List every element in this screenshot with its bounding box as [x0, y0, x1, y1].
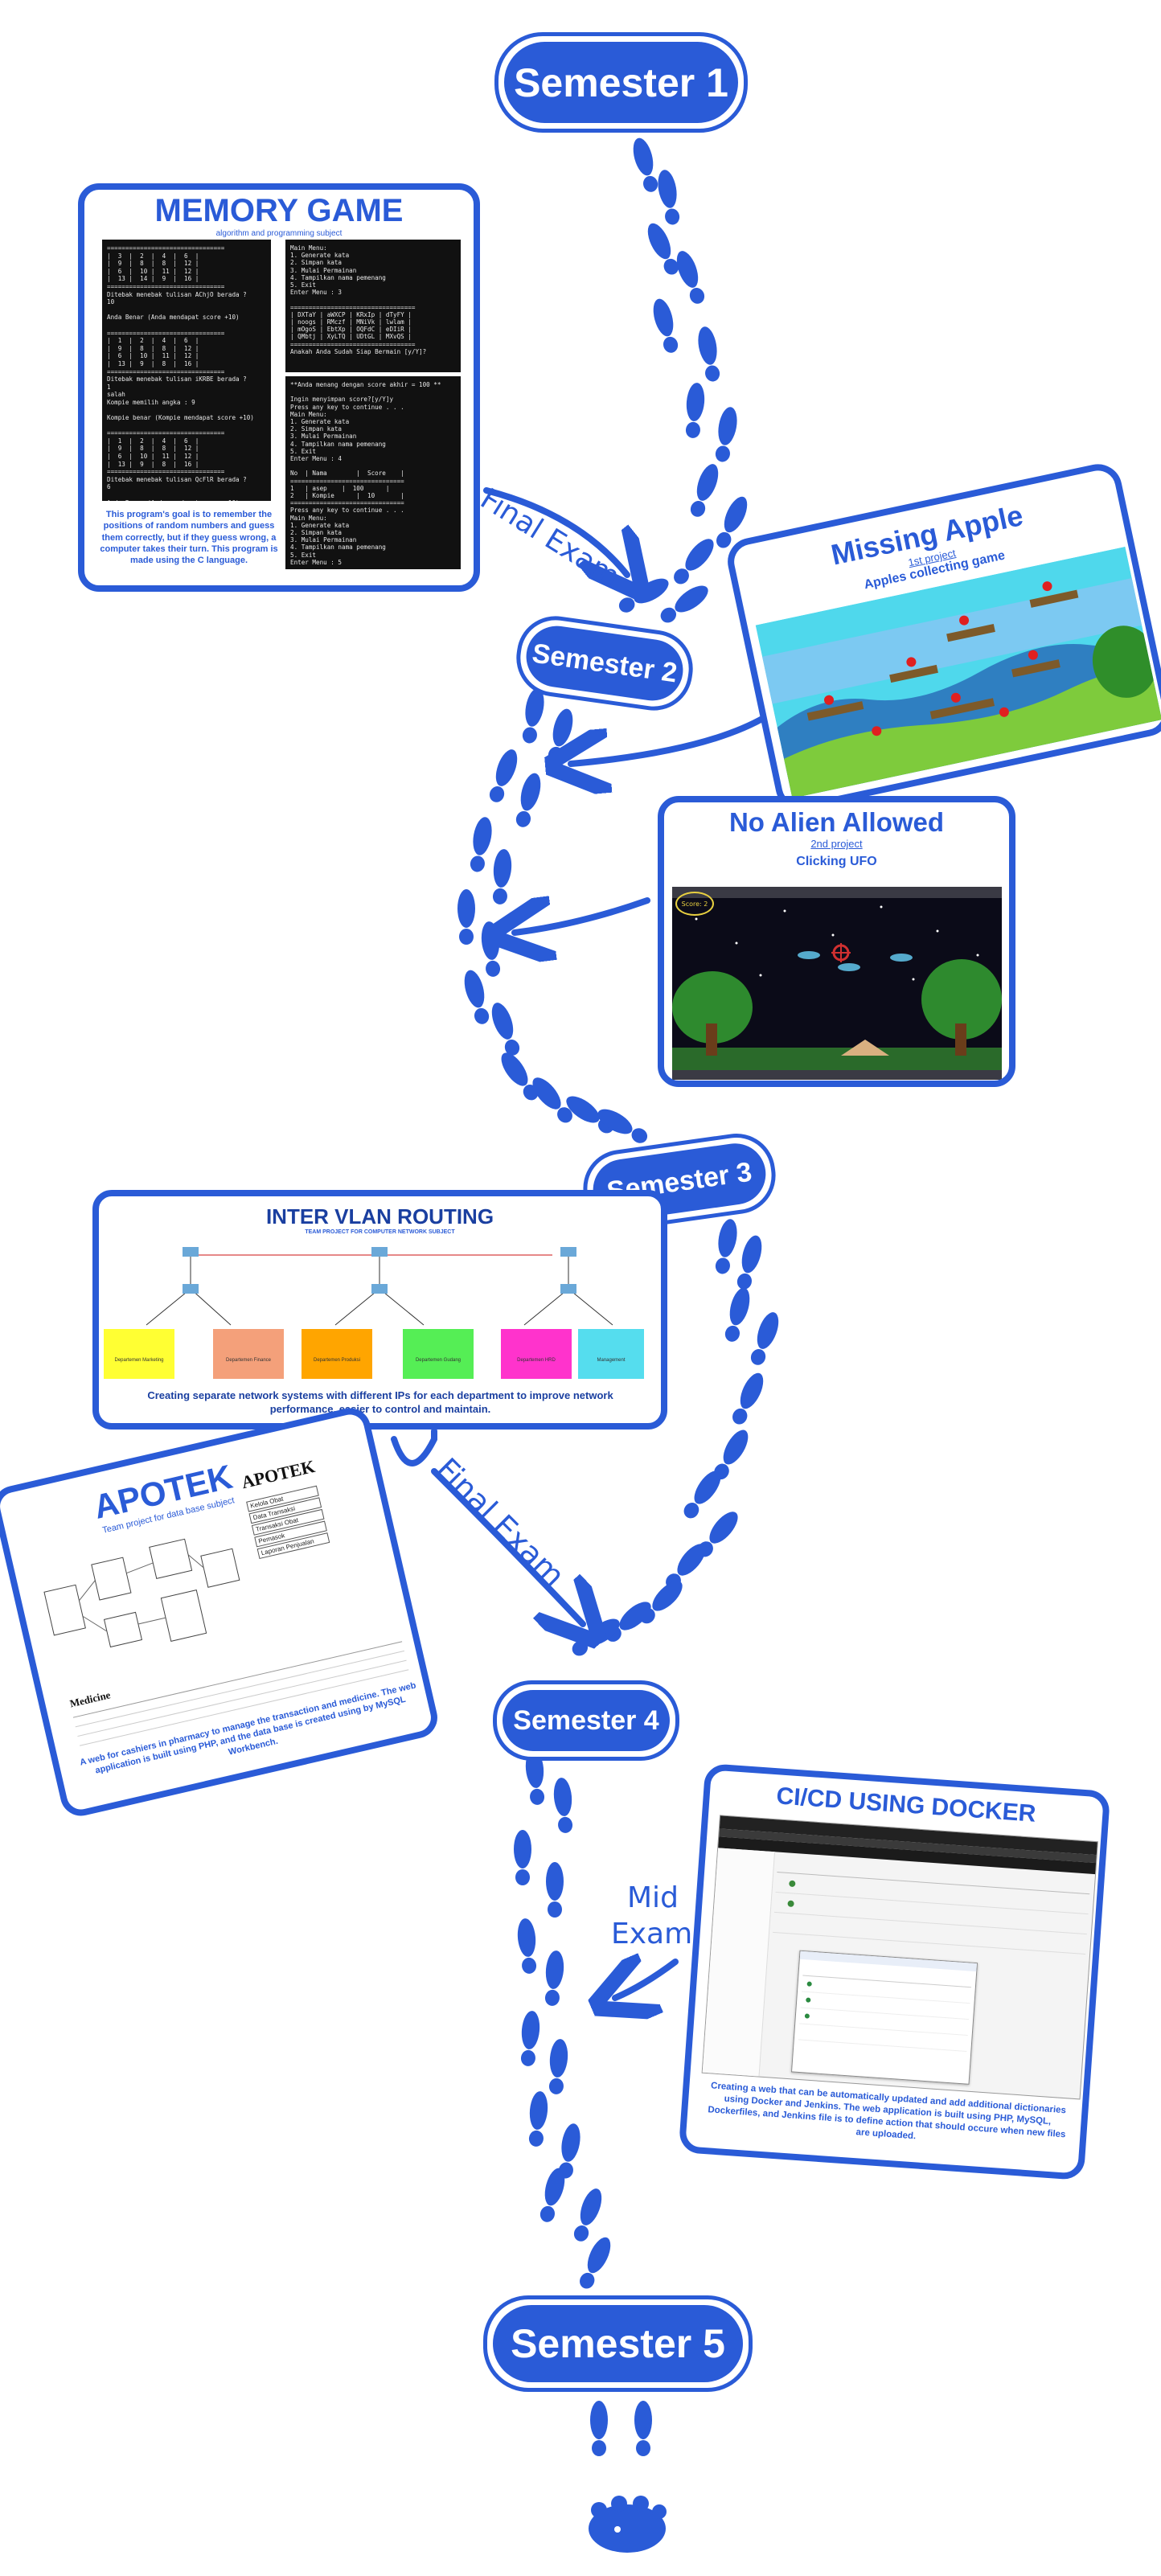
docker-container-list: [798, 1975, 971, 2053]
arrow-final-exam-1: [483, 487, 627, 575]
memory-game-subtitle: algorithm and programming subject: [215, 229, 343, 238]
inter-vlan-card: INTER VLAN ROUTING TEAM PROJECT FOR COMP…: [92, 1190, 667, 1430]
vlan-dept-3: Departemen Produksi: [302, 1329, 372, 1379]
vlan-dept-3-label: Departemen Produksi: [313, 1358, 361, 1363]
no-alien-title: No Alien Allowed: [728, 807, 945, 837]
missing-apple-screenshot: [755, 546, 1161, 798]
semester-5-badge: Semester 5: [483, 2295, 753, 2392]
memory-game-terminal-right-bottom: **Anda menang dengan score akhir = 100 *…: [285, 376, 461, 569]
footprints-semester-5: [589, 2401, 667, 2553]
arrow-no-alien: [515, 900, 650, 933]
arrow-bracket-semester-3: [391, 1428, 437, 1466]
vlan-dept-2: Departemen Finance: [213, 1329, 284, 1379]
vlan-dept-4-label: Departemen Gudang: [415, 1358, 462, 1363]
inter-vlan-subtitle: TEAM PROJECT FOR COMPUTER NETWORK SUBJEC…: [305, 1229, 455, 1235]
apotek-table-preview: [72, 1641, 409, 1746]
vlan-dept-1-label: Departemen Marketing: [114, 1358, 164, 1363]
no-alien-card: No Alien Allowed 2nd project Clicking UF…: [658, 796, 1015, 1087]
no-alien-project-label: 2nd project: [810, 838, 863, 850]
vlan-dept-6: Management: [578, 1329, 644, 1379]
semester-2-label: Semester 2: [522, 621, 687, 705]
arrow-mid-exam: [615, 1962, 679, 1998]
cicd-browser-screenshot: [701, 1815, 1098, 2100]
semester-5-label: Semester 5: [493, 2305, 743, 2382]
semester-1-badge: Semester 1: [494, 32, 748, 133]
vlan-dept-5-label: Departemen HRD: [517, 1358, 556, 1363]
vlan-dept-2-label: Departemen Finance: [225, 1358, 272, 1363]
mid-exam-label-2: Exam: [611, 1918, 693, 1950]
cicd-card: CI/CD USING DOCKER: [678, 1762, 1111, 2181]
jenkins-job-table: [773, 1872, 1090, 1955]
arrow-final-exam-2: [431, 1468, 583, 1624]
semester-1-label: Semester 1: [504, 42, 738, 123]
no-alien-score-badge: Score: 2: [675, 892, 714, 916]
memory-game-terminal-right-top: Main Menu: 1. Generate kata 2. Simpan ka…: [285, 240, 461, 372]
vlan-dept-1: Departemen Marketing: [104, 1329, 174, 1379]
jenkins-sidebar: [702, 1848, 776, 2077]
vlan-dept-5: Departemen HRD: [501, 1329, 572, 1379]
arrow-missing-apple: [571, 712, 771, 764]
memory-game-title: MEMORY GAME: [154, 193, 404, 228]
docker-desktop-window: [790, 1950, 978, 2085]
inter-vlan-description: Creating separate network systems with d…: [147, 1389, 613, 1415]
missing-apple-card: Missing Apple 1st project Apples collect…: [723, 459, 1161, 815]
semester-4-label: Semester 4: [503, 1690, 670, 1751]
apotek-card: APOTEK Team project for data base subjec…: [0, 1404, 442, 1820]
no-alien-scene: [672, 887, 1002, 1080]
apotek-erd-diagram: [43, 1538, 240, 1648]
no-alien-screenshot: Score: 2: [672, 887, 1002, 1080]
semester-4-badge: Semester 4: [493, 1680, 679, 1761]
vlan-dept-6-label: Management: [597, 1358, 626, 1363]
mid-exam-label-1: Mid: [627, 1881, 679, 1914]
no-alien-subtitle: Clicking UFO: [796, 855, 877, 868]
network-topology-diagram: [146, 1247, 613, 1326]
footprints-semester-4: [514, 1749, 616, 2292]
memory-game-terminal-left: ================================ | 3 | 2…: [102, 240, 271, 501]
memory-game-description: This program's goal is to remember the p…: [100, 510, 278, 566]
vlan-dept-4: Departemen Gudang: [403, 1329, 474, 1379]
memory-game-card: MEMORY GAME algorithm and programming su…: [78, 183, 480, 592]
inter-vlan-title: INTER VLAN ROUTING: [265, 1204, 494, 1229]
